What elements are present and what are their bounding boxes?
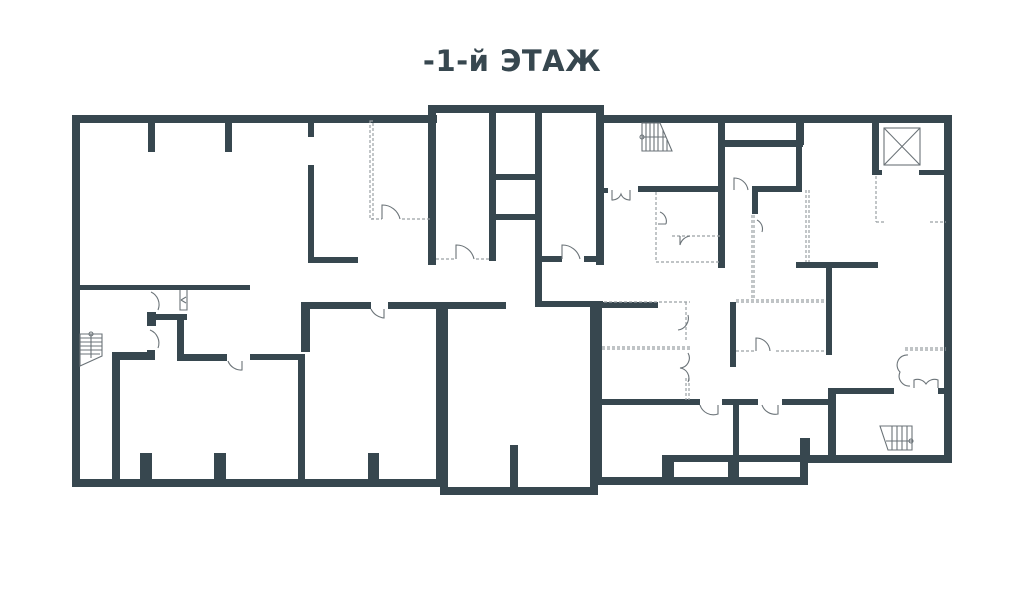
left-block-walls [72,115,518,493]
doors [149,177,939,416]
outer-walls [72,105,952,495]
stairs-small-icon [179,290,188,311]
stairs-top-left-icon [639,122,673,152]
elevator-shaft-icon [883,127,921,166]
floor-title: -1-й ЭТАЖ [422,44,602,78]
right-block-walls [596,115,952,485]
stairs-left-icon [79,331,103,367]
stairs-bottom-right-icon [879,425,914,451]
dashed-partitions [369,120,946,400]
central-core-walls [489,113,604,307]
